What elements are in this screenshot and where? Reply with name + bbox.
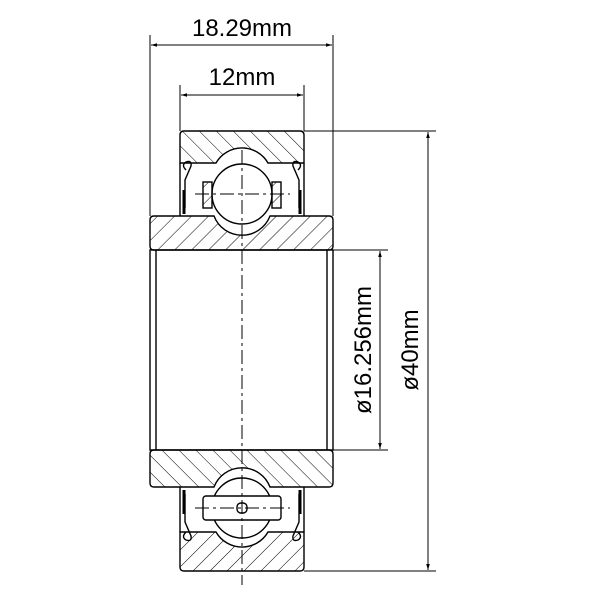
label-overall-width: 18.29mm [192, 15, 292, 42]
centerlines [195, 150, 290, 585]
label-ring-width: 12mm [209, 64, 276, 91]
inner-ring-top [149, 215, 334, 251]
label-bore-diameter: ø16.256mm [350, 286, 377, 414]
outer-ring-top [179, 130, 305, 164]
inner-ring-bottom [149, 449, 334, 488]
label-outer-diameter: ø40mm [397, 309, 424, 390]
